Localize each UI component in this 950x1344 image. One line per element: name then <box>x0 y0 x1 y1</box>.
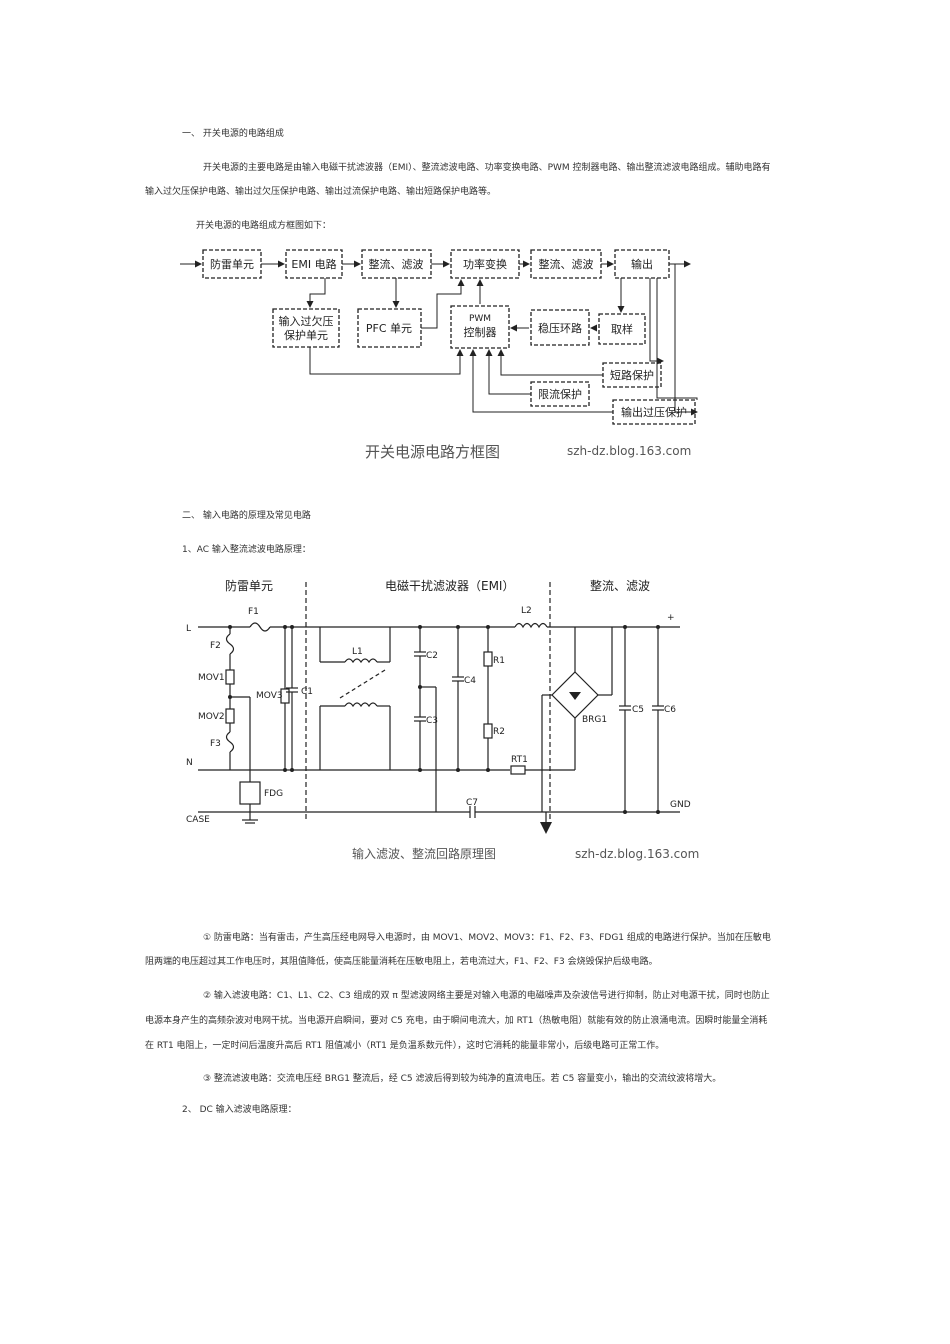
label-mov1: MOV1 <box>198 673 225 683</box>
label-fdg: FDG <box>264 789 283 799</box>
diagram2-caption: 输入滤波、整流回路原理图 <box>352 846 496 861</box>
block-rectifier-1: 整流、滤波 <box>369 257 424 271</box>
diagram1-watermark: szh-dz.blog.163.com <box>567 444 691 458</box>
block-undervoltage-line1: 输入过欠压 <box>279 314 334 328</box>
block-overvoltage: 输出过压保护 <box>621 405 687 419</box>
block-pfc: PFC 单元 <box>366 322 412 335</box>
explain-2-line2: 电源本身产生的高频杂波对电网干扰。当电源开启瞬间，要对 C5 充电，由于瞬间电流… <box>145 1016 768 1026</box>
label-c6: C6 <box>664 705 676 715</box>
label-c4: C4 <box>464 676 476 686</box>
label-l2: L2 <box>521 606 532 616</box>
label-l1: L1 <box>352 647 363 657</box>
label-c7: C7 <box>466 798 478 808</box>
input-filter-schematic: 防雷单元 电磁干扰滤波器（EMI） 整流、滤波 L N CASE GND + F… <box>186 578 699 861</box>
block-current-limit: 限流保护 <box>538 387 582 401</box>
label-c2: C2 <box>426 651 438 661</box>
label-l: L <box>186 624 191 634</box>
explain-3: ③ 整流滤波电路：交流电压经 BRG1 整流后，经 C5 滤波后得到较为纯净的直… <box>203 1074 722 1084</box>
section2-heading: 二、 输入电路的原理及常见电路 <box>182 511 311 521</box>
block-power-conversion: 功率变换 <box>463 257 507 271</box>
diagram2-watermark: szh-dz.blog.163.com <box>575 847 699 861</box>
label-r1: R1 <box>493 656 505 666</box>
explain-2-line1: ② 输入滤波电路：C1、L1、C2、C3 组成的双 π 型滤波网络主要是对输入电… <box>203 991 770 1001</box>
label-r2: R2 <box>493 727 505 737</box>
label-c1: C1 <box>301 687 313 697</box>
label-case: CASE <box>186 815 210 825</box>
section2-sub1: 1、AC 输入整流滤波电路原理： <box>182 545 311 555</box>
explain-1-line1: ① 防雷电路：当有雷击，产生高压经电网导入电源时，由 MOV1、MOV2、MOV… <box>203 933 771 943</box>
block-undervoltage-line2: 保护单元 <box>284 328 328 342</box>
block-sampling: 取样 <box>611 322 633 336</box>
block-diagram: 防雷单元 EMI 电路 整流、滤波 功率变换 整流、滤波 输出 输入过欠压 保护… <box>180 249 698 461</box>
block-emi: EMI 电路 <box>291 258 336 271</box>
label-rt1: RT1 <box>511 755 528 765</box>
explain-1-line2: 阻两端的电压超过其工作电压时，其阻值降低，使高压能量消耗在压敏电阻上，若电流过大… <box>145 957 658 967</box>
label-n: N <box>186 758 193 768</box>
block-regulator: 稳压环路 <box>538 321 582 335</box>
header-rectifier: 整流、滤波 <box>590 578 650 593</box>
label-f1: F1 <box>248 607 259 617</box>
header-emi: 电磁干扰滤波器（EMI） <box>385 578 514 593</box>
label-f3: F3 <box>210 739 221 749</box>
block-short-protection: 短路保护 <box>610 368 654 382</box>
section1-para1-line2: 输入过欠压保护电路、输出过欠压保护电路、输出过流保护电路、输出短路保护电路等。 <box>145 187 497 197</box>
label-mov3: MOV3 <box>256 691 283 701</box>
label-plus: + <box>667 613 675 623</box>
label-c3: C3 <box>426 716 438 726</box>
block-lightning: 防雷单元 <box>210 257 254 271</box>
explain-2-line3: 在 RT1 电阻上，一定时间后温度升高后 RT1 阻值减小（RT1 是负温系数元… <box>145 1041 665 1051</box>
section1-heading: 一、 开关电源的电路组成 <box>182 129 284 139</box>
label-f2: F2 <box>210 641 221 651</box>
label-brg1: BRG1 <box>582 715 607 725</box>
block-output: 输出 <box>631 257 653 271</box>
block-rectifier-2: 整流、滤波 <box>539 257 594 271</box>
section3-sub2: 2、 DC 输入滤波电路原理： <box>182 1105 297 1115</box>
label-mov2: MOV2 <box>198 712 225 722</box>
label-gnd: GND <box>670 800 691 810</box>
block-pwm-line1: PWM <box>469 314 491 324</box>
section1-para1-line1: 开关电源的主要电路是由输入电磁干扰滤波器（EMI）、整流滤波电路、功率变换电路、… <box>203 163 771 173</box>
header-lightning: 防雷单元 <box>225 578 273 593</box>
block-pwm-line2: 控制器 <box>464 325 497 339</box>
label-c5: C5 <box>632 705 644 715</box>
diagram1-caption: 开关电源电路方框图 <box>365 443 500 461</box>
section1-para2: 开关电源的电路组成方框图如下： <box>196 221 332 231</box>
